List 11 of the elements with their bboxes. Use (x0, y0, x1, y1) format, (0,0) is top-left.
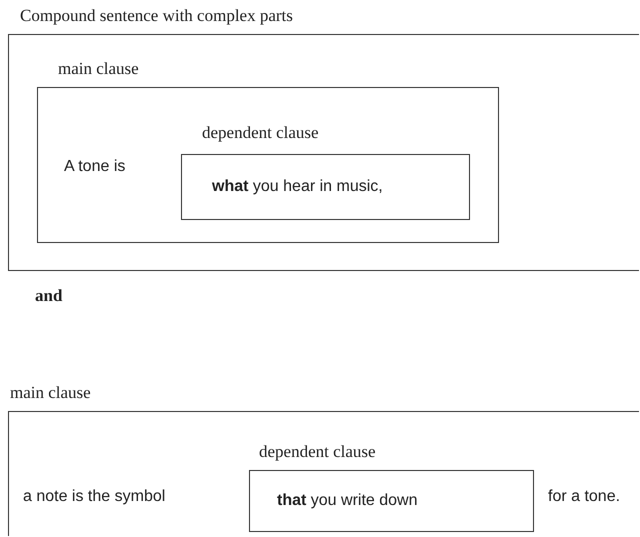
clause-heading: dependent clause (202, 123, 319, 143)
clause-text: what you hear in music, (212, 178, 383, 196)
clause-heading: Compound sentence with complex parts (20, 6, 293, 26)
clause-heading: main clause (10, 383, 91, 403)
clause-text: A tone is (64, 158, 126, 176)
clause-heading: main clause (58, 59, 139, 79)
clause-heading: dependent clause (259, 442, 376, 462)
conjunction-text: and (35, 286, 62, 306)
clause-text: for a tone. (548, 488, 620, 506)
clause-text: a note is the symbol (23, 488, 166, 506)
clause-text: that you write down (277, 492, 418, 510)
